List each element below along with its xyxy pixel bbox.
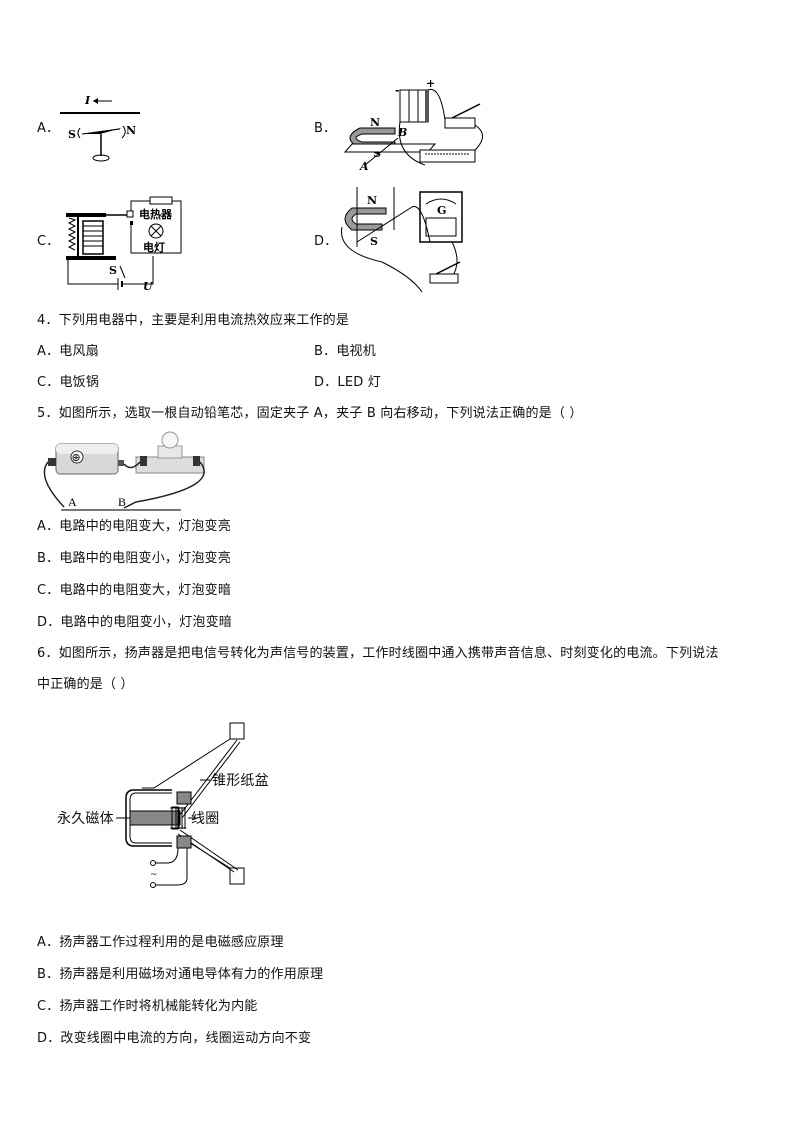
question-stem-line1: 6．如图所示，扬声器是把电信号转化为声信号的装置，工作时线圈中通入携带声音信息、…	[37, 646, 719, 661]
svg-text:电热器: 电热器	[139, 207, 173, 221]
option-d[interactable]: D．电路中的电阻变小，灯泡变暗	[37, 615, 233, 630]
option-d[interactable]: D．LED 灯	[314, 375, 382, 390]
option-c[interactable]: C．电路中的电阻变大，灯泡变暗	[37, 583, 232, 598]
svg-text:⊕: ⊕	[72, 451, 81, 464]
svg-text:S: S	[373, 147, 381, 160]
option-b[interactable]: B．扬声器是利用磁场对通电导体有力的作用原理	[37, 967, 324, 982]
galvanometer-induction-figure: G N S	[341, 187, 463, 293]
svg-text:B: B	[118, 495, 126, 509]
svg-text:电灯: 电灯	[143, 240, 165, 254]
svg-text:A: A	[68, 495, 77, 509]
svg-text:~: ~	[150, 870, 158, 880]
svg-text:B: B	[397, 126, 407, 139]
option-b[interactable]: B．电视机	[314, 344, 376, 359]
compass-wire-figure: I S N	[60, 94, 140, 162]
svg-text:S: S	[370, 235, 378, 248]
option-label: A．	[37, 121, 60, 136]
svg-text:-: -	[395, 84, 400, 97]
magnet-rail-circuit-figure: + - N B S A	[343, 77, 483, 173]
option-c[interactable]: C．扬声器工作时将机械能转化为内能	[37, 999, 258, 1014]
question-stem: 4．下列用电器中，主要是利用电流热效应来工作的是	[37, 313, 350, 328]
electromagnetic-relay-figure: 电热器 电灯 S U	[66, 196, 182, 293]
option-a[interactable]: A．扬声器工作过程利用的是电磁感应原理	[37, 935, 284, 950]
svg-text:U: U	[143, 280, 154, 293]
magnet-label: 永久磁体	[57, 811, 114, 827]
svg-text:N: N	[367, 194, 377, 207]
question-stem-line2: 中正确的是（ ）	[37, 677, 134, 692]
option-a[interactable]: A．电路中的电阻变大，灯泡变亮	[37, 519, 231, 534]
option-a[interactable]: A．电风扇	[37, 344, 99, 359]
question-stem: 5．如图所示，选取一根自动铅笔芯，固定夹子 A，夹子 B 向右移动，下列说法正确…	[37, 406, 583, 421]
option-d[interactable]: D．改变线圈中电流的方向，线圈运动方向不变	[37, 1031, 312, 1046]
option-label: B．	[314, 121, 337, 136]
option-label: D．	[314, 234, 338, 249]
coil-label: 线圈	[191, 811, 220, 827]
option-label: C．	[37, 234, 60, 249]
svg-text:N: N	[370, 116, 380, 129]
option-b[interactable]: B．电路中的电阻变小，灯泡变亮	[37, 551, 231, 566]
option-c[interactable]: C．电饭锅	[37, 375, 100, 390]
svg-text:+: +	[426, 77, 435, 90]
svg-text:S: S	[109, 264, 117, 277]
svg-text:S: S	[68, 128, 76, 141]
svg-text:A: A	[359, 160, 369, 173]
current-label: I	[84, 94, 91, 107]
svg-text:G: G	[437, 204, 446, 217]
cone-label: 锥形纸盆	[212, 773, 269, 789]
svg-text:N: N	[126, 124, 136, 137]
loudspeaker-figure: ~	[116, 722, 245, 888]
pencil-lead-circuit-figure: ⊕ A B	[43, 431, 205, 511]
